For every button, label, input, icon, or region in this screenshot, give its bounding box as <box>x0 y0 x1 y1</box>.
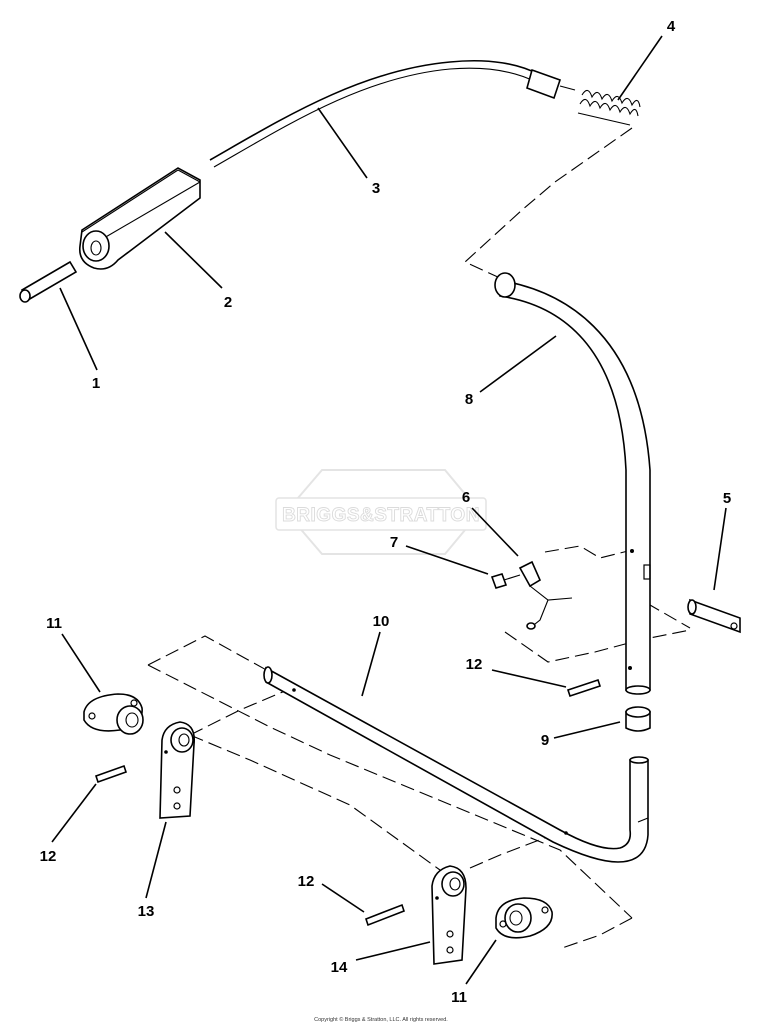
screw-part-7 <box>490 573 521 589</box>
callout-8: 8 <box>465 391 473 408</box>
callout-10: 10 <box>373 613 390 630</box>
flange-bearing-part-11-left <box>83 693 144 735</box>
spring-part-4 <box>577 89 641 126</box>
callout-numbers: 1 2 3 4 5 6 7 8 9 10 11 11 12 12 12 13 1… <box>40 18 732 1006</box>
watermark-text: BRIGGS&STRATTON <box>282 505 480 526</box>
callout-14: 14 <box>331 959 348 976</box>
arm-part-14 <box>431 865 467 965</box>
cable-part-3 <box>209 59 576 168</box>
callout-2: 2 <box>224 294 232 311</box>
callout-11-right: 11 <box>451 989 467 1006</box>
callout-6: 6 <box>462 489 470 506</box>
callout-1: 1 <box>92 375 100 392</box>
callout-7: 7 <box>390 534 398 551</box>
handle-grip-part-2 <box>78 167 201 270</box>
roll-pin-part-12-bottom <box>365 903 405 927</box>
callout-13: 13 <box>138 903 155 920</box>
roll-pin-part-12-left <box>94 764 128 784</box>
clip-part-6 <box>518 560 573 630</box>
flange-bearing-part-11-right <box>495 897 553 939</box>
briggs-stratton-watermark: BRIGGS&STRATTON <box>275 469 487 555</box>
shaft-part-10 <box>263 666 649 863</box>
callout-5: 5 <box>723 490 731 507</box>
callout-12-left: 12 <box>40 848 57 865</box>
assembly-dashed-lines <box>147 127 691 949</box>
callout-12-bottom: 12 <box>298 873 315 890</box>
pin-part-1 <box>19 260 78 303</box>
callout-9: 9 <box>541 732 549 749</box>
leader-lines <box>51 35 727 985</box>
callout-4: 4 <box>667 18 676 35</box>
callout-3: 3 <box>372 180 380 197</box>
callout-12-right: 12 <box>466 656 483 673</box>
arm-part-13 <box>159 721 196 819</box>
handle-tube-part-8 <box>494 272 651 695</box>
bushing-part-9 <box>625 706 651 732</box>
callout-11-left: 11 <box>46 615 62 632</box>
copyright-notice: Copyright © Briggs & Stratton, LLC. All … <box>314 1016 448 1023</box>
bracket-part-5 <box>687 598 741 634</box>
roll-pin-part-12-right <box>566 678 602 698</box>
